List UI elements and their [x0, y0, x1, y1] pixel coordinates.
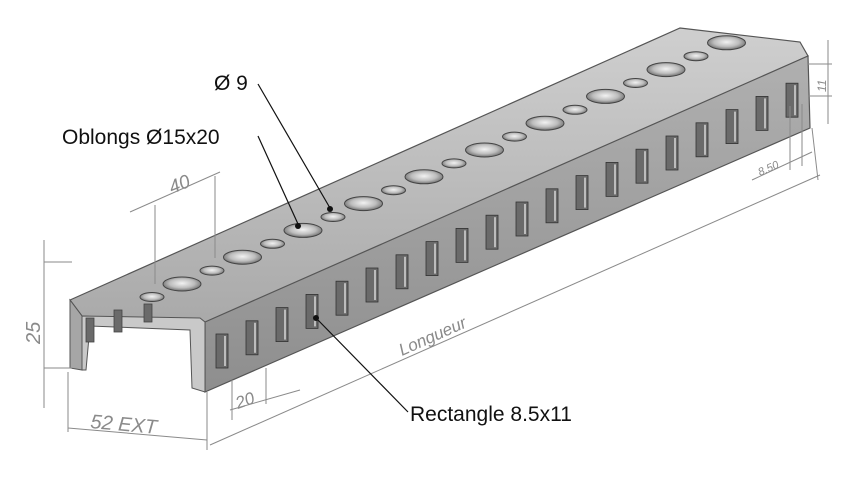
dimension-lines	[43, 40, 832, 450]
dim-rect-height: 11	[815, 80, 829, 92]
dim-rect-width: 8.50	[756, 159, 781, 179]
oblong-slot	[162, 276, 202, 292]
side-rectangle	[635, 148, 649, 184]
rectangle-leader	[315, 317, 409, 413]
side-rectangle	[215, 333, 229, 369]
dim-length: Longueur	[396, 313, 471, 360]
leader-lines	[257, 83, 409, 413]
oblong-slot	[646, 62, 686, 78]
side-rectangle	[245, 320, 259, 356]
round-hole	[381, 185, 406, 196]
side-rectangle	[785, 82, 799, 118]
side-rectangle	[725, 109, 739, 144]
round-hole	[441, 158, 467, 169]
dim-height: 25	[23, 321, 45, 345]
channel-end-face	[81, 315, 206, 393]
top-holes	[139, 35, 746, 302]
oblong-slot	[525, 115, 565, 131]
slot-callout: Oblongs Ø15x20	[62, 126, 220, 149]
side-rectangle	[395, 254, 409, 290]
side-rectangle	[515, 201, 529, 237]
hole-leader	[257, 83, 331, 209]
rectangle-leader-dot	[313, 315, 319, 321]
round-hole	[683, 51, 709, 62]
side-rectangles	[215, 82, 799, 369]
slot-leader	[257, 135, 299, 225]
oblong-slot	[223, 249, 262, 265]
dim-width-ext: 52 EXT	[90, 411, 160, 439]
rectangle-callout: Rectangle 8.5x11	[410, 403, 572, 426]
round-hole	[562, 104, 588, 115]
oblong-slot	[465, 142, 504, 158]
side-rectangle	[485, 214, 499, 250]
side-rectangle	[575, 175, 589, 211]
side-rectangle	[335, 280, 349, 316]
side-rectangle	[695, 122, 709, 158]
round-hole	[320, 212, 346, 222]
side-rectangle	[665, 135, 679, 171]
round-hole	[139, 292, 165, 302]
side-rectangle	[275, 307, 289, 343]
side-rectangle	[365, 267, 379, 303]
round-hole	[502, 131, 527, 142]
hole-callout: Ø 9	[214, 72, 248, 95]
dim-rect-pitch: 20	[232, 388, 258, 413]
side-rectangle	[755, 96, 769, 131]
oblong-slot	[586, 88, 625, 104]
slot-leader-dot	[295, 223, 301, 229]
round-hole	[260, 238, 285, 249]
round-hole	[199, 265, 225, 276]
oblong-slot	[344, 196, 383, 212]
side-rectangle	[425, 241, 439, 277]
oblong-slot	[283, 222, 323, 238]
side-rectangle	[455, 227, 469, 263]
back-wall-slots	[85, 303, 153, 343]
oblong-slot	[707, 35, 746, 51]
side-rectangle	[305, 293, 319, 329]
hole-leader-dot	[327, 206, 333, 212]
oblong-slot	[404, 169, 444, 185]
side-rectangle	[605, 161, 619, 197]
round-hole	[623, 78, 648, 88]
side-rectangle	[545, 188, 559, 224]
